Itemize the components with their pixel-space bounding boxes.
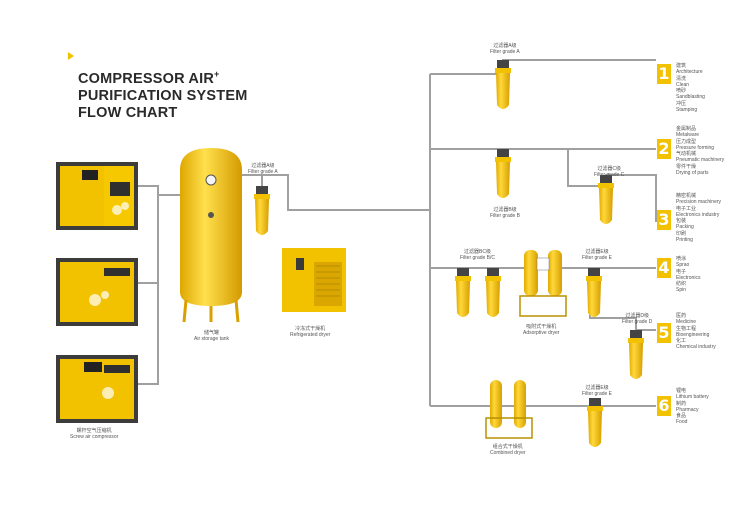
application-list-5: 医药 Medicine 生物工程 Bioengineering 化工 Chemi… [676, 313, 716, 351]
compressor-3 [56, 355, 138, 423]
application-number-2: 2 [657, 139, 671, 159]
application-list-3: 精密机械 Precision machinery 电子工业 Electronic… [676, 193, 722, 244]
filter-grade-b-label: 过滤器B级 Filter grade B [490, 207, 521, 219]
title-plus: + [214, 69, 220, 79]
application-list-6: 锂电 Lithium battery 制药 Pharmacy 食品 Food [676, 388, 709, 426]
compressor-label: 螺杆空气压缩机 Screw air compressor [70, 428, 119, 440]
combined-dryer [485, 380, 533, 439]
adsorptive-dryer [519, 250, 567, 317]
application-number-3: 3 [657, 210, 671, 230]
title-line-1: COMPRESSOR AIR [78, 70, 214, 87]
pipe-network [138, 59, 657, 407]
filter-grade-d-label: 过滤器D级 Filter grade D [622, 313, 653, 325]
refrig-dryer-label: 冷冻式干燥机 Refrigerated dryer [290, 326, 331, 338]
application-list-4: 喷涂 Sprao 电子 Electronics 纺织 Spin [676, 256, 701, 294]
filter-grade-a [495, 60, 511, 109]
filter-grade-a-label: 过滤器A级 Filter grade A [490, 43, 520, 55]
refrigerated-dryer [282, 248, 346, 312]
filter-grade-d [628, 330, 644, 379]
filter-grade-c-label: 过滤器C级 Filter grade C [594, 166, 625, 178]
title-bullet-icon [68, 52, 74, 60]
filter-grade-e-label-2: 过滤器E级 Filter grade E [582, 385, 613, 397]
filter-grade-bc-2 [485, 268, 501, 317]
filter-grade-c [598, 175, 614, 224]
application-list-2: 金属制品 Metalware 压力成型 Pressure forming 气动机… [676, 126, 725, 177]
filter-main-a [254, 186, 270, 235]
compressor-2 [56, 258, 138, 326]
application-list-1: 建筑 Architecture 清洗 Clean 喷砂 Sandblasting… [676, 63, 705, 114]
filter-grade-bc-1 [455, 268, 471, 317]
air-storage-tank [180, 148, 242, 323]
application-number-5: 5 [657, 323, 671, 343]
filter-main-a-label: 过滤器A级 Filter grade A [248, 163, 278, 175]
combined-dryer-label: 组合式干燥机 Combined dryer [490, 444, 526, 456]
filter-grade-e-2 [587, 398, 603, 447]
application-number-4: 4 [657, 258, 671, 278]
adsorptive-dryer-label: 吸附式干燥机 Adsorptive dryer [523, 324, 560, 336]
compressor-1 [56, 162, 138, 230]
title-line-2: PURIFICATION SYSTEM [78, 87, 248, 104]
filter-grade-e-1 [586, 268, 602, 317]
filter-grade-bc-label: 过滤器BC级 Filter grade B/C [460, 249, 496, 261]
filter-grade-b [495, 149, 511, 198]
title-line-3: FLOW CHART [78, 104, 178, 121]
application-number-6: 6 [657, 396, 671, 416]
filter-grade-e-label-1: 过滤器E级 Filter grade E [582, 249, 613, 261]
application-number-1: 1 [657, 64, 671, 84]
chart-title: COMPRESSOR AIR+ PURIFICATION SYSTEM FLOW… [68, 52, 248, 122]
tank-label: 储气罐 Air storage tank [194, 330, 230, 342]
